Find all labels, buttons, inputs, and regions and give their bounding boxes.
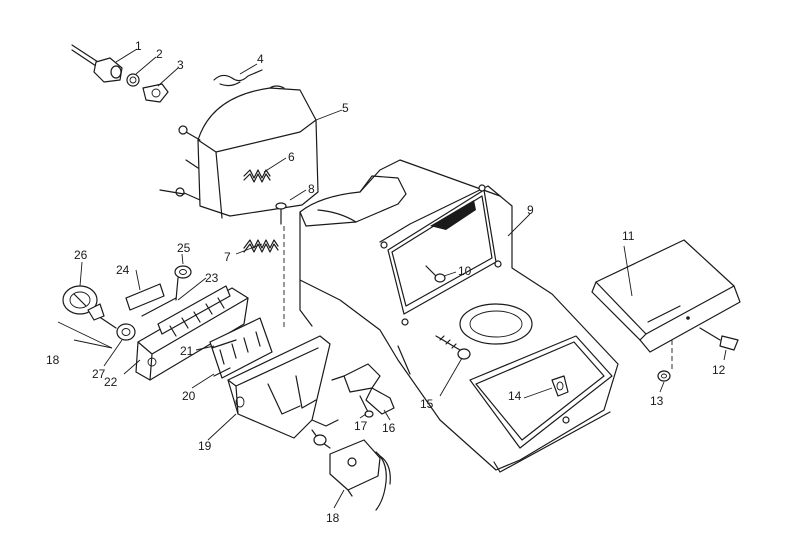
group-line-18 [57, 321, 113, 349]
bulb-retainer [142, 83, 169, 103]
screw-17 [359, 395, 374, 418]
bolt-10 [425, 265, 446, 283]
callout-16: 16 [382, 421, 396, 435]
bulb [126, 73, 140, 87]
group-line-18b [73, 339, 113, 349]
adjusting-spring-7 [243, 239, 279, 253]
callout-10: 10 [458, 264, 472, 278]
key [87, 303, 117, 329]
quarter-turn-fastener-12 [699, 327, 739, 351]
callout-19: 19 [198, 439, 212, 453]
callout-1: 1 [135, 39, 142, 53]
callout-12: 12 [712, 363, 726, 377]
callout-4: 4 [257, 52, 264, 66]
callout-8: 8 [308, 182, 315, 196]
dash-panel [299, 159, 619, 473]
callout-27: 27 [92, 367, 106, 381]
callout-15: 15 [420, 397, 434, 411]
nut-27 [116, 323, 136, 341]
adjusting-spring-6 [243, 169, 271, 183]
switch-housing-19 [227, 335, 339, 439]
callout-20: 20 [182, 389, 196, 403]
callout-21: 21 [180, 344, 194, 358]
headlight-housing [159, 85, 319, 219]
callout-5: 5 [342, 101, 349, 115]
callout-17: 17 [354, 419, 368, 433]
screw-8 [275, 202, 287, 225]
cover-plate-11 [591, 239, 741, 353]
ignition-switch-26 [62, 285, 98, 315]
switch-bracket-23 [157, 285, 231, 337]
callout-9: 9 [527, 203, 534, 217]
grommet-13 [657, 370, 671, 382]
callout-2: 2 [156, 47, 163, 61]
indicator-light-25 [141, 265, 192, 317]
switch-20 [211, 339, 237, 377]
decal-24 [125, 283, 165, 311]
headlight-bulb-socket [71, 44, 123, 83]
switch-block-21 [209, 317, 273, 379]
callout-13: 13 [650, 394, 664, 408]
callout-23: 23 [205, 271, 219, 285]
wiring-connector-18 [311, 429, 391, 511]
callout-14: 14 [508, 389, 522, 403]
callout-6: 6 [288, 150, 295, 164]
callout-11: 11 [622, 229, 635, 243]
callout-25: 25 [177, 241, 191, 255]
callout-18-bottom: 18 [326, 511, 340, 525]
callout-24: 24 [116, 263, 130, 277]
leader-lines [79, 48, 727, 509]
fastener-14 [551, 375, 569, 397]
relay-connector-16 [331, 363, 395, 415]
headlight-spring-clip [213, 69, 263, 87]
callout-18-left: 18 [46, 353, 60, 367]
callout-26: 26 [74, 248, 88, 262]
callout-7: 7 [224, 250, 231, 264]
callout-3: 3 [177, 58, 184, 72]
callout-22: 22 [104, 375, 118, 389]
bolt-15 [435, 335, 471, 360]
